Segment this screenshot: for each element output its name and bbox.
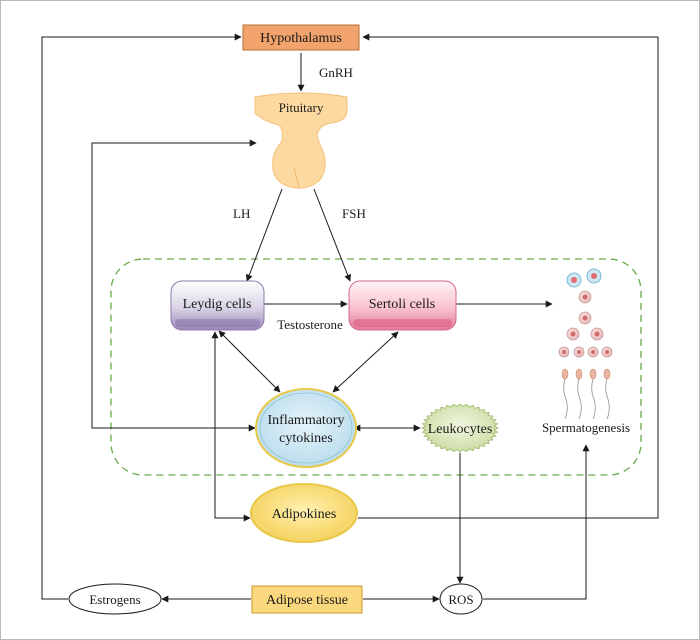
sertoli-cells-node: Sertoli cells xyxy=(348,280,457,331)
lh-label: LH xyxy=(233,206,250,221)
feedback-loop-arrow xyxy=(91,139,257,432)
testis-region xyxy=(110,258,642,476)
testosterone-label: Testosterone xyxy=(277,317,343,332)
estrogens-label: Estrogens xyxy=(89,592,140,607)
leydig-cells-label: Leydig cells xyxy=(183,297,252,312)
leydig-adipokine-arrow xyxy=(211,331,251,522)
lh-arrow xyxy=(245,188,283,282)
fsh-label: FSH xyxy=(342,206,366,221)
leydig-cells-node: Leydig cells xyxy=(170,280,265,331)
inflammatory-cytokines-label-2: cytokines xyxy=(279,431,333,446)
estrogen-hypothalamus-arrow xyxy=(41,33,242,600)
ros-label: ROS xyxy=(448,592,473,607)
leydig-cytokine-arrow xyxy=(218,330,281,393)
inflammatory-cytokines-label-1: Inflammatory xyxy=(268,413,345,428)
leukocytes-label: Leukocytes xyxy=(428,422,493,437)
leukocytes-node: Leukocytes xyxy=(420,403,500,453)
hypothalamus-node: Hypothalamus xyxy=(242,24,360,51)
ros-spermatogenesis-arrow xyxy=(483,444,590,600)
pituitary-node: Pituitary xyxy=(254,92,348,189)
estrogens-node: Estrogens xyxy=(68,583,162,615)
sertoli-cells-label: Sertoli cells xyxy=(369,297,436,312)
gnrh-label: GnRH xyxy=(319,65,353,80)
adipokines-label: Adipokines xyxy=(272,507,337,522)
adipose-tissue-label: Adipose tissue xyxy=(266,593,348,608)
spermatogenesis-cells-icon xyxy=(558,268,613,420)
inflammatory-cytokines-node: Inflammatory cytokines xyxy=(255,388,357,468)
adipokines-node: Adipokines xyxy=(250,483,358,543)
ros-node: ROS xyxy=(439,583,483,615)
adipose-tissue-node: Adipose tissue xyxy=(251,585,363,614)
sertoli-cytokine-arrow xyxy=(332,331,399,393)
pituitary-label: Pituitary xyxy=(279,100,324,115)
fsh-arrow xyxy=(313,188,351,282)
spermatogenesis-label: Spermatogenesis xyxy=(542,420,630,435)
adipokine-hypothalamus-arrow xyxy=(358,33,659,519)
hypothalamus-label: Hypothalamus xyxy=(260,31,342,46)
